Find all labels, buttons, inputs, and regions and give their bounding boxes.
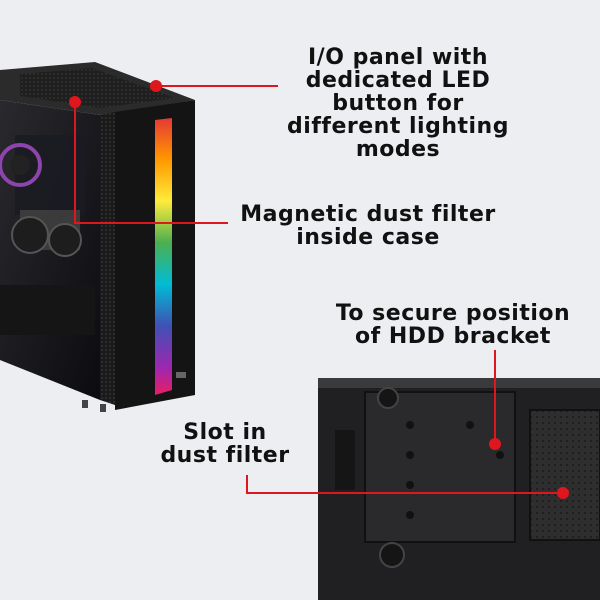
magnetic-filter-callout-line-1: Magnetic dust filter bbox=[240, 202, 496, 227]
io-panel-callout-line-3: button for bbox=[332, 91, 464, 116]
slot-marker bbox=[557, 487, 569, 499]
slot-callout-line-1: Slot in bbox=[183, 420, 267, 445]
slot-leader-vertical bbox=[246, 475, 248, 494]
io-panel-callout: I/O panel with dedicated LED button for … bbox=[278, 46, 518, 161]
hdd-bracket-callout: To secure position of HDD bracket bbox=[318, 302, 588, 348]
io-panel-callout-line-1: I/O panel with bbox=[307, 45, 488, 70]
slot-leader-horizontal bbox=[246, 492, 559, 494]
io-panel-leader-line bbox=[156, 85, 278, 87]
magnetic-filter-callout: Magnetic dust filter inside case bbox=[228, 203, 508, 249]
magnetic-filter-leader-horizontal bbox=[74, 222, 228, 224]
io-panel-callout-line-4: different lighting bbox=[287, 114, 509, 139]
magnetic-filter-leader-vertical bbox=[74, 102, 76, 223]
slot-callout-line-2: dust filter bbox=[160, 443, 290, 468]
io-panel-callout-line-5: modes bbox=[355, 137, 441, 162]
hdd-bracket-leader-line bbox=[494, 350, 496, 442]
hdd-bracket-marker bbox=[489, 438, 501, 450]
magnetic-filter-callout-line-2: inside case bbox=[296, 225, 440, 250]
hdd-bracket-callout-line-1: To secure position bbox=[335, 301, 571, 326]
hdd-bracket-callout-line-2: of HDD bracket bbox=[355, 324, 551, 349]
slot-callout: Slot in dust filter bbox=[150, 421, 300, 467]
io-panel-callout-line-2: dedicated LED bbox=[305, 68, 491, 93]
